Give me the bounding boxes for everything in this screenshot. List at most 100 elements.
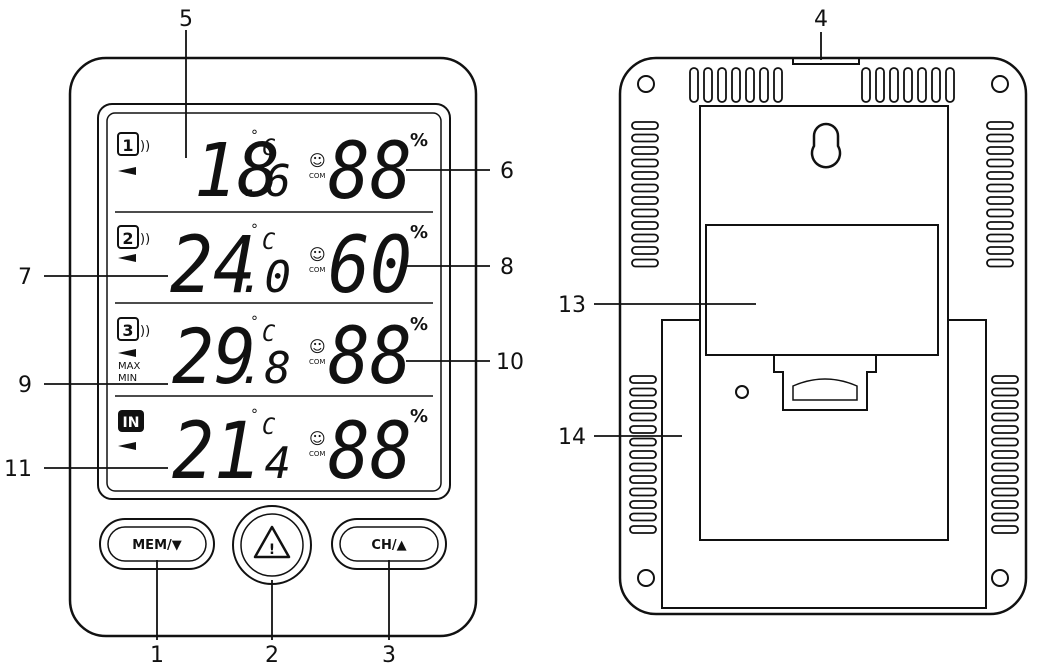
callout-4: 4: [814, 7, 828, 32]
vent-slot: [931, 67, 941, 103]
temperature-decimal: .0: [238, 252, 291, 303]
comfort-smiley-icon: ☺: [309, 245, 326, 264]
display-row-1: 1 )) 18 .6 ° C ☺ COM 88 %: [117, 127, 428, 217]
lcd-frame: [97, 103, 451, 500]
percent-symbol: %: [410, 130, 428, 151]
vent-slot: [689, 67, 699, 103]
percent-symbol: %: [410, 406, 428, 427]
vent-slot: [631, 208, 659, 218]
callout-11: 11: [4, 457, 32, 482]
callout-3: 3: [382, 643, 396, 668]
humidity-value: 88: [328, 312, 412, 402]
screw-hole: [637, 75, 655, 93]
callout-9: 9: [18, 373, 32, 398]
percent-symbol: %: [410, 314, 428, 335]
comfort-smiley-icon: ☺: [309, 337, 326, 356]
comfort-smiley-icon: ☺: [309, 429, 326, 448]
com-label: COM: [309, 450, 325, 458]
vent-slot: [759, 67, 769, 103]
vent-slots-top-right: [861, 67, 955, 103]
vent-slot: [986, 158, 1014, 168]
vent-slot: [986, 133, 1014, 143]
vent-slot: [991, 450, 1019, 459]
humidity-value: 88: [328, 127, 412, 217]
vent-slot: [629, 475, 657, 484]
vent-slots-right-upper: [986, 121, 1014, 268]
wall-mount-plate: [699, 105, 949, 541]
vent-slot: [986, 171, 1014, 180]
degree-symbol: °: [251, 128, 258, 144]
reset-hole: [735, 385, 749, 399]
alert-mark: !: [269, 542, 275, 558]
com-label: COM: [309, 266, 325, 274]
vent-slot: [991, 387, 1019, 397]
signal-icon: )): [140, 139, 150, 154]
display-row-indoor: IN 21 .4 ° C ☺ COM 88 %: [118, 406, 428, 497]
vent-slot: [631, 171, 659, 180]
vent-slot: [629, 425, 657, 434]
vent-slot: [945, 67, 955, 103]
display-row-3: 3 )) MAX MIN 29 .8 ° C ☺ COM 88 %: [117, 312, 428, 402]
vent-slot: [631, 158, 659, 168]
humidity-value: 60: [328, 221, 412, 311]
vent-slot: [991, 500, 1019, 509]
vent-slot: [629, 412, 657, 422]
vent-slot: [631, 233, 659, 243]
callout-14: 14: [558, 425, 586, 450]
channel-badge: [117, 317, 139, 341]
vent-slot: [629, 375, 657, 384]
front-view: 1 )) 18 .6 ° C ☺ COM 88 % 2 )) 24 .0 ° C…: [68, 56, 478, 638]
alert-button[interactable]: !: [232, 505, 312, 585]
vent-slot: [986, 121, 1014, 130]
channel-number: 3: [122, 321, 133, 340]
callout-13: 13: [558, 293, 586, 318]
celsius-unit: C: [262, 415, 276, 440]
back-housing: [618, 56, 1028, 616]
vent-slot: [875, 67, 885, 103]
celsius-unit: C: [262, 136, 276, 161]
min-label: MIN: [118, 373, 137, 384]
screw-hole: [637, 569, 655, 587]
vent-slot: [631, 221, 659, 230]
vent-slot: [745, 67, 755, 103]
vent-slot: [629, 387, 657, 397]
battery-compartment-cover: [705, 224, 939, 356]
vent-slot: [703, 67, 713, 103]
display-row-2: 2 )) 24 .0 ° C ☺ COM 60 %: [117, 221, 428, 311]
vent-slot: [731, 67, 741, 103]
degree-symbol: °: [251, 407, 258, 423]
callout-8: 8: [500, 255, 514, 280]
vent-slot: [986, 196, 1014, 205]
vent-slot: [991, 375, 1019, 384]
vent-slot: [631, 146, 659, 155]
celsius-unit: C: [262, 230, 276, 255]
vent-slot: [629, 512, 657, 522]
signal-icon: )): [140, 324, 150, 339]
screw-hole: [991, 75, 1009, 93]
humidity-value: 88: [328, 407, 412, 497]
vent-slot: [986, 183, 1014, 193]
vent-slot: [991, 437, 1019, 447]
callout-labels: 5 6 7 8 9 10 11 1 2 3 4 13 14: [4, 7, 828, 668]
vent-slot: [631, 121, 659, 130]
vent-slot: [629, 450, 657, 459]
mem-down-label: MEM/▼: [132, 538, 182, 553]
vent-slot: [986, 258, 1014, 268]
indoor-label: IN: [123, 415, 140, 431]
callout-1: 1: [150, 643, 164, 668]
vent-slot: [889, 67, 899, 103]
channel-badge: [117, 132, 139, 156]
vent-slot: [903, 67, 913, 103]
lcd-screen: [106, 112, 442, 492]
vent-slot: [991, 487, 1019, 497]
vent-slot: [986, 208, 1014, 218]
mem-down-button[interactable]: MEM/▼: [99, 518, 215, 570]
vent-slots-right-lower: [991, 375, 1019, 534]
vent-slot: [986, 146, 1014, 155]
vent-slot: [991, 475, 1019, 484]
vent-slot: [629, 400, 657, 409]
temperature-integer: 24: [170, 221, 256, 311]
ch-up-button[interactable]: CH/▲: [331, 518, 447, 570]
trend-arrow-icon: [118, 442, 136, 450]
degree-symbol: °: [251, 314, 258, 330]
